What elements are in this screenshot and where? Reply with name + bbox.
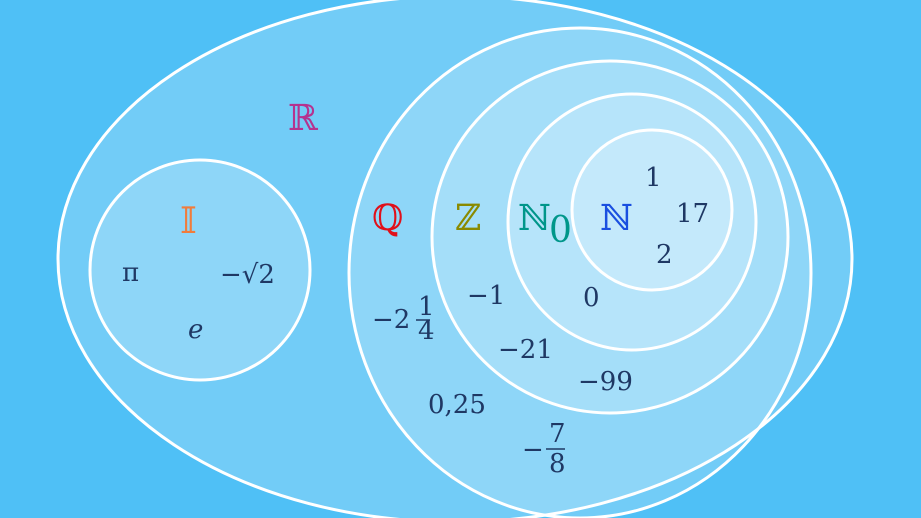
irrationals-set xyxy=(88,158,312,382)
reals-symbol: ℝ xyxy=(288,98,319,139)
irrationals-symbol: 𝕀 xyxy=(180,201,197,242)
number-neg-sqrt2: −√2 xyxy=(220,260,275,290)
number-e: e xyxy=(188,315,203,345)
number-pi: π xyxy=(122,258,139,288)
rationals-set xyxy=(347,26,813,518)
number-0: 0 xyxy=(583,283,600,313)
integers-symbol: ℤ xyxy=(455,198,481,239)
number-17: 17 xyxy=(676,199,709,229)
naturals-set xyxy=(570,128,734,292)
fraction-minus: − xyxy=(522,435,544,465)
fraction-7-numerator: 7 xyxy=(549,419,566,449)
rationals-symbol: ℚ xyxy=(372,198,403,239)
number-0-25: 0,25 xyxy=(428,390,486,420)
number-neg-1: −1 xyxy=(467,281,505,311)
naturals0-symbol: ℕ xyxy=(518,198,551,239)
naturals0-set xyxy=(506,92,758,352)
number-2: 2 xyxy=(656,240,673,270)
fraction-8-denominator: 8 xyxy=(549,449,566,479)
number-neg-2: −2 xyxy=(372,305,410,335)
fraction-numerator: 1 xyxy=(418,292,435,322)
naturals0-subscript: 0 xyxy=(549,210,572,251)
fraction-denominator: 4 xyxy=(418,316,435,346)
number-neg-21: −21 xyxy=(498,335,553,365)
integers-set xyxy=(430,59,790,415)
number-1: 1 xyxy=(645,163,662,193)
number-neg-99: −99 xyxy=(578,367,633,397)
naturals-symbol: ℕ xyxy=(600,198,633,239)
